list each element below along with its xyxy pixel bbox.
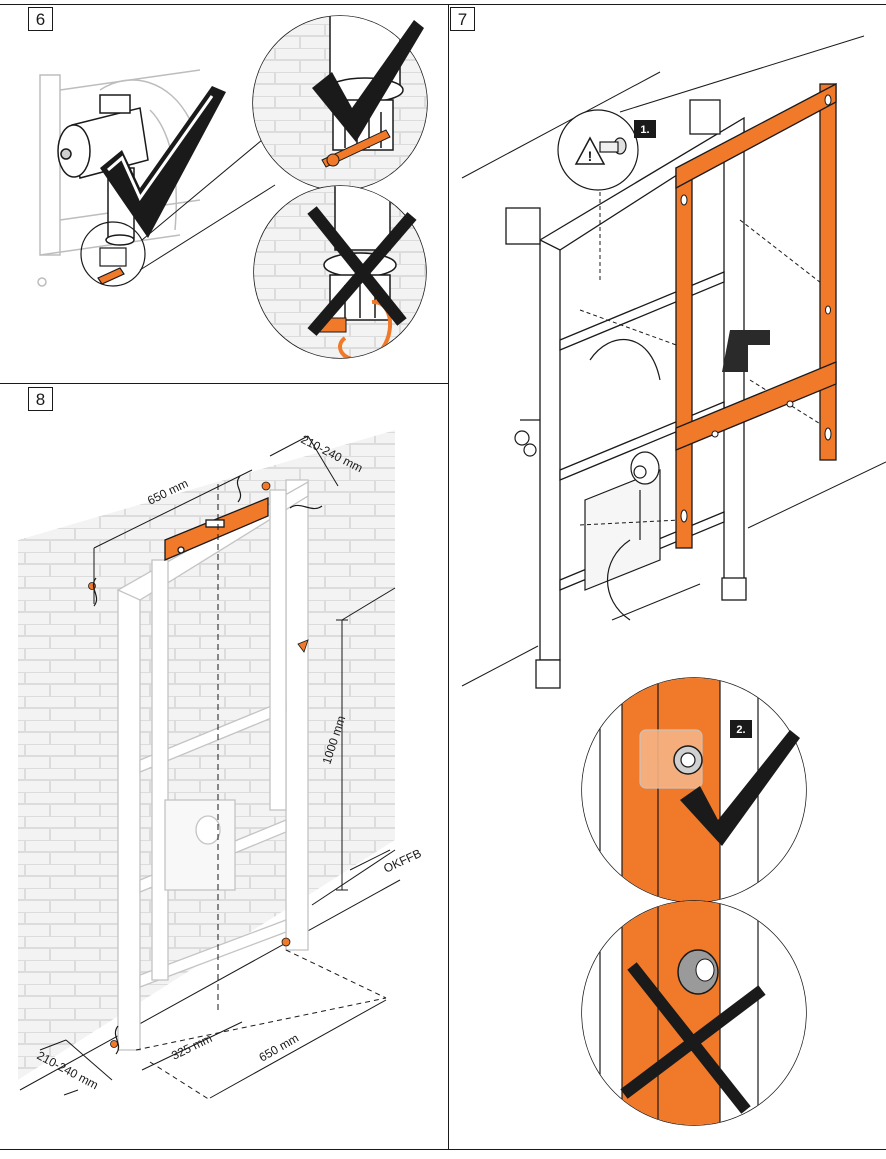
dim-bottom-center: 325 mm	[169, 1031, 214, 1063]
cross-icon	[620, 962, 766, 1114]
checkmark-icon	[100, 86, 226, 238]
cross-icon	[307, 206, 417, 336]
step-label-7: 7	[450, 7, 475, 31]
panel-8-illustration: 650 mm 210-240 mm 1000 mm OKFFB 325 mm 6…	[18, 430, 424, 1101]
svg-text:2.: 2.	[736, 724, 745, 736]
step-label-8: 8	[28, 387, 53, 411]
svg-text:8: 8	[36, 390, 45, 409]
push-arrow-icon	[722, 330, 770, 372]
svg-text:6: 6	[36, 10, 45, 29]
dim-bottom-depth: 210-240 mm	[35, 1048, 101, 1092]
warning-triangle-icon	[574, 136, 606, 165]
svg-text:7: 7	[458, 10, 467, 29]
panel-grid	[0, 4, 886, 1150]
dim-floor-ref: OKFFB	[381, 846, 423, 876]
svg-text:!: !	[588, 148, 593, 164]
spirit-level-icon	[164, 497, 269, 561]
panel-6-illustration	[37, 15, 428, 359]
sub-step-badge-2: 2.	[730, 720, 752, 738]
checkmark-icon	[680, 730, 800, 846]
checkmark-icon	[312, 20, 424, 142]
panel-7-illustration: ! 1. 2.	[461, 35, 886, 1126]
step-label-6: 6	[28, 7, 53, 31]
svg-text:1.: 1.	[640, 124, 649, 136]
sub-step-badge-1: 1.	[634, 120, 656, 138]
